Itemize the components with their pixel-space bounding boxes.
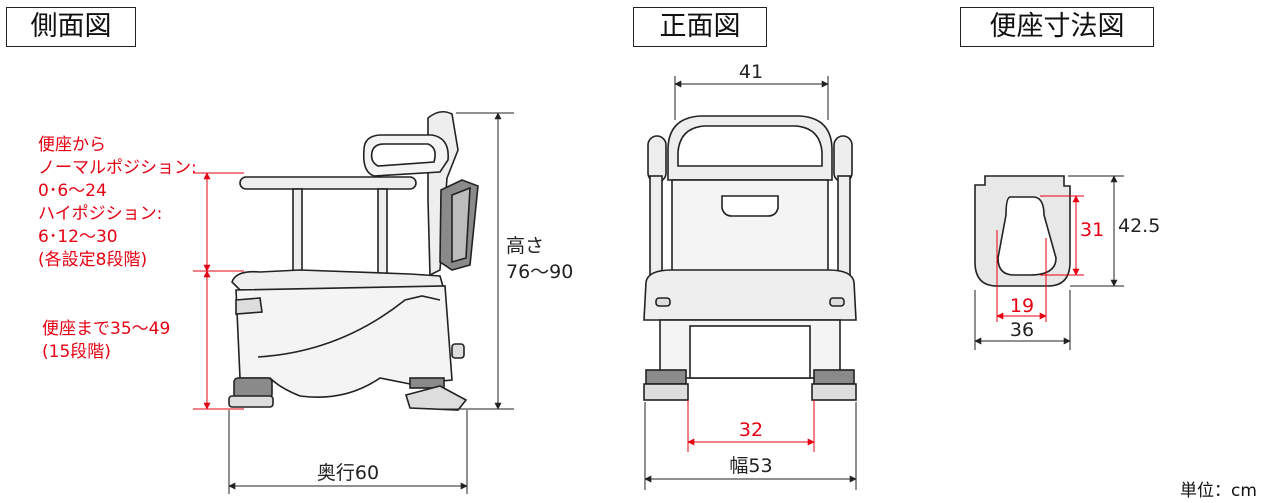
seat-hole-width-value: 19 <box>1010 295 1034 317</box>
side-view-title: 側面図 <box>6 7 136 47</box>
seat-to-floor-note: 便座まで35～49 (15段階) <box>42 318 170 364</box>
seat-height-note-line: 便座から <box>38 135 106 155</box>
seat-height-value: 42.5 <box>1118 215 1160 237</box>
seat-to-floor-note-line: (15段階) <box>42 342 111 362</box>
front-top-width: 41 <box>739 61 763 83</box>
seat-height-note-line: 6･12～30 <box>38 227 118 247</box>
front-dimensions <box>644 76 857 490</box>
side-red-dimensions <box>193 172 244 410</box>
front-view-drawing <box>643 115 857 401</box>
seat-dimensions <box>974 175 1124 350</box>
seat-height-note-line: ノーマルポジション: <box>38 158 197 178</box>
seat-height-note-line: ハイポジション: <box>38 204 163 224</box>
depth-label: 奥行60 <box>317 462 379 484</box>
front-view-title: 正面図 <box>633 7 767 47</box>
seat-outline-drawing <box>974 175 1071 287</box>
seat-height-note-line: 0･6～24 <box>38 181 107 201</box>
height-label-line2: 76～90 <box>506 261 573 283</box>
front-width-label: 幅53 <box>729 455 772 477</box>
seat-hole-height-value: 31 <box>1080 219 1104 241</box>
height-label-line1: 高さ <box>506 235 544 257</box>
seat-dimension-title: 便座寸法図 <box>960 7 1154 47</box>
front-red-dimensions <box>687 400 815 452</box>
front-leg-span: 32 <box>739 419 763 441</box>
seat-height-note-line: (各設定8段階) <box>38 250 148 270</box>
seat-red-dimensions <box>996 195 1084 322</box>
unit-label: 単位：cm <box>1180 481 1257 501</box>
seat-to-floor-note-line: 便座まで35～49 <box>42 319 171 339</box>
side-view-drawing <box>228 110 479 411</box>
seat-height-note: 便座から ノーマルポジション: 0･6～24 ハイポジション: 6･12～30 … <box>38 134 197 272</box>
side-dimensions <box>228 112 514 494</box>
seat-width-value: 36 <box>1010 319 1034 341</box>
